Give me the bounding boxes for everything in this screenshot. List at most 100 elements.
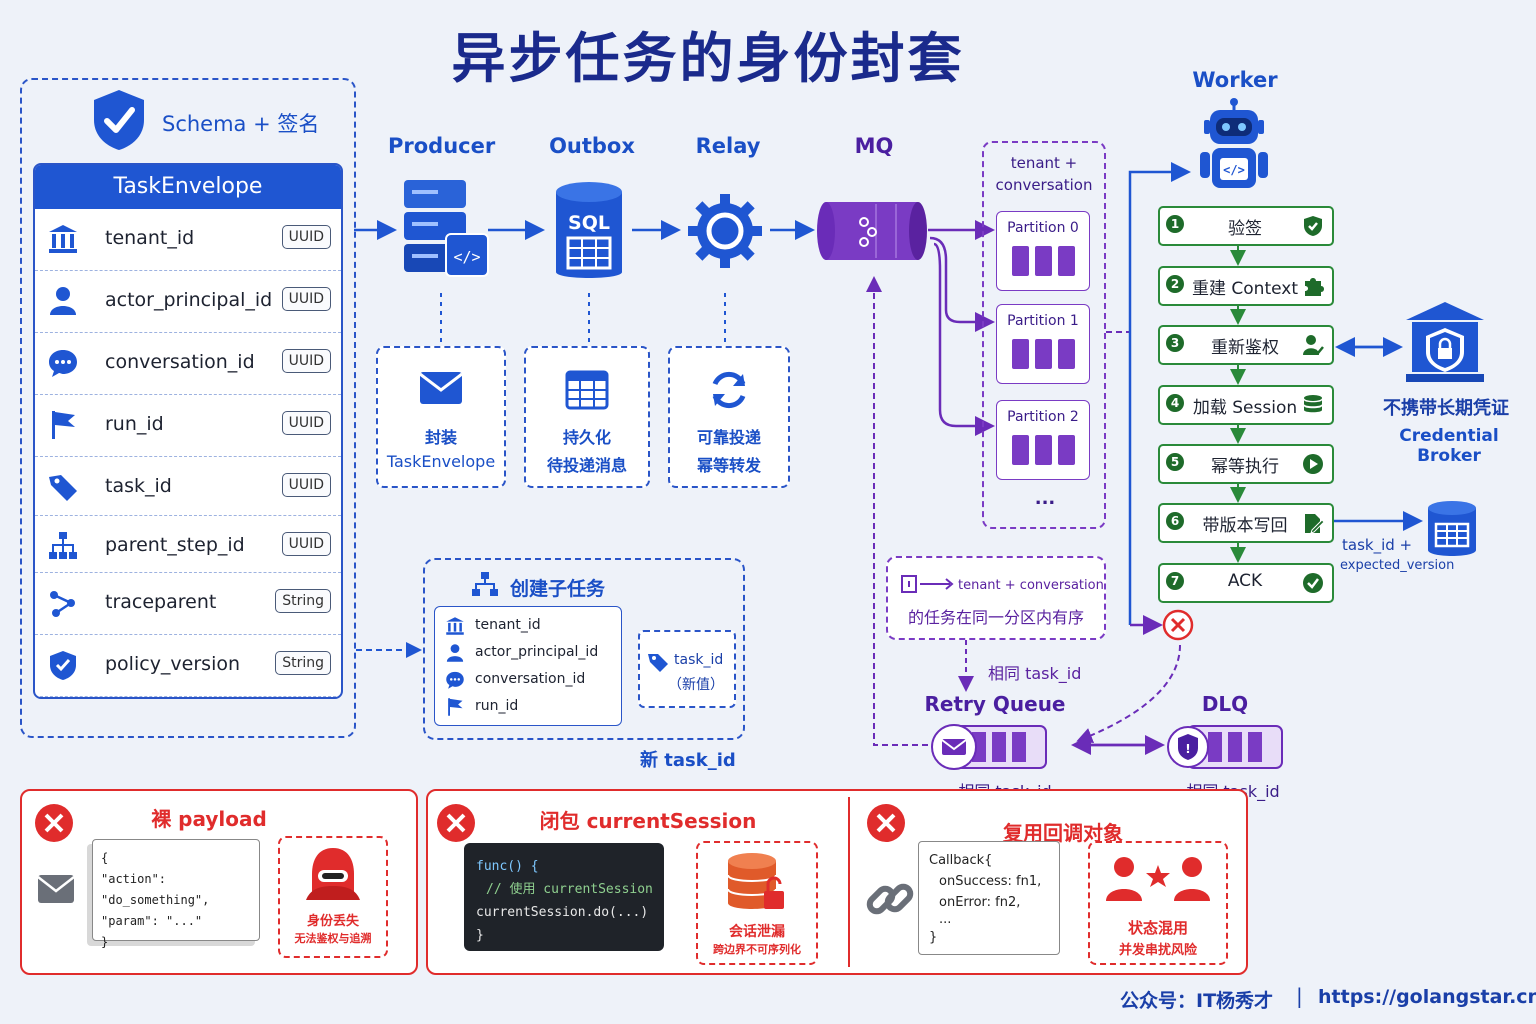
partition-label: Partition 2 — [1007, 409, 1079, 425]
database-icon — [1304, 395, 1322, 413]
risk-line1: 状态混用 — [1127, 919, 1188, 937]
relay-note: 可靠投递 幂等转发 — [668, 346, 790, 488]
mail-icon — [37, 875, 75, 903]
subtask-panel — [423, 558, 745, 740]
step-label: 验签 — [1228, 219, 1262, 239]
subtask-new-id-field: task_id — [674, 652, 724, 668]
risk-line1: 身份丢失 — [306, 914, 359, 929]
code-line: } — [476, 928, 484, 943]
worker-step: 5 幂等执行 — [1158, 444, 1334, 484]
step-number: 3 — [1166, 334, 1184, 352]
shield-icon — [50, 651, 76, 680]
code-line: onError: fn2, — [939, 895, 1021, 910]
step-label: 重新鉴权 — [1211, 338, 1279, 358]
producer-note-line1: 封装 — [424, 428, 457, 447]
field-type-badge: UUID — [281, 411, 331, 435]
field-name: actor_principal_id — [105, 289, 273, 311]
antipattern-title: 裸 payload — [151, 807, 267, 831]
closure-code-card: func() { // 使用 currentSession currentSes… — [464, 843, 664, 951]
field-type-badge: UUID — [281, 473, 331, 497]
svg-text:</>: </> — [1223, 163, 1245, 177]
field-name: parent_step_id — [105, 534, 245, 556]
hacker-icon — [306, 848, 360, 900]
risk-card: 会话泄漏 跨边界不可序列化 — [696, 841, 818, 965]
step-label: 幂等执行 — [1211, 457, 1279, 477]
worker-step: 3 重新鉴权 — [1158, 325, 1334, 365]
envelope-mail-icon — [419, 372, 463, 404]
relay-title: Relay — [695, 134, 761, 158]
subtask-field-name: actor_principal_id — [475, 644, 599, 660]
code-line: { — [101, 851, 109, 865]
envelope-panel — [20, 78, 356, 738]
edit-doc-icon — [1305, 514, 1324, 534]
shield-check-icon — [94, 90, 144, 150]
code-line: Callback{ — [929, 853, 993, 868]
schema-label: Schema + 签名 — [162, 112, 320, 136]
risk-line1: 会话泄漏 — [729, 924, 785, 940]
database-table-icon — [1428, 501, 1476, 556]
partition-2: Partition 2 — [996, 400, 1090, 480]
step-number: 5 — [1166, 453, 1184, 471]
code-line: } — [101, 935, 109, 949]
field-name: run_id — [105, 413, 164, 435]
step-number: 4 — [1166, 394, 1184, 412]
flag-icon — [52, 411, 75, 439]
step-label: 重建 Context — [1192, 279, 1299, 299]
mq-title: MQ — [854, 134, 894, 158]
partition-label: Partition 1 — [1007, 313, 1079, 329]
field-type-badge: UUID — [281, 225, 331, 249]
broker-line1: 不携带长期凭证 — [1383, 398, 1509, 419]
share-icon — [50, 591, 75, 617]
subtask-field-name: conversation_id — [475, 671, 586, 687]
users-conflict-icon — [1106, 857, 1210, 901]
partition-group-header: tenant + conversation — [982, 152, 1106, 196]
step-number: 1 — [1166, 215, 1184, 233]
writeback-line2: expected_version — [1340, 558, 1455, 573]
code-line: currentSession.do(...) — [476, 905, 649, 920]
partition-header-line1: tenant + — [1010, 154, 1078, 172]
field-type-badge: UUID — [281, 532, 331, 556]
step-number: 2 — [1166, 275, 1184, 293]
retry-queue-icon — [931, 724, 1047, 770]
callback-code-card: Callback{ onSuccess: fn1, onError: fn2, … — [918, 841, 1060, 955]
broker-line2: Credential Broker — [1399, 426, 1499, 466]
footer-link[interactable]: https://golangstar.cn — [1318, 986, 1536, 1008]
error-x-icon — [867, 804, 905, 842]
error-x-icon — [35, 804, 73, 842]
new-task-id-caption: 新 task_id — [640, 750, 736, 771]
check-circle-icon — [1303, 573, 1323, 593]
code-line: onSuccess: fn1, — [939, 874, 1042, 889]
chain-link-icon — [866, 883, 914, 915]
step-label: ACK — [1227, 571, 1263, 591]
play-icon — [1303, 454, 1323, 474]
bank-icon — [446, 617, 464, 635]
payload-code-card: { "action": "do_something", "param": "..… — [92, 839, 260, 949]
user-check-icon — [1303, 335, 1324, 355]
field-name: conversation_id — [105, 351, 255, 373]
ordering-icon — [901, 575, 954, 593]
bank-shield-icon — [1406, 302, 1484, 382]
dlq-icon: ! — [1167, 725, 1283, 769]
user-icon — [50, 287, 76, 315]
divider — [848, 797, 850, 967]
puzzle-icon — [1305, 278, 1324, 296]
svg-text:</>: </> — [453, 248, 480, 266]
flag-icon — [448, 698, 463, 716]
step-number: 6 — [1166, 512, 1184, 530]
producer-note-line2: TaskEnvelope — [386, 452, 496, 471]
step-number: 7 — [1166, 572, 1184, 590]
envelope-field-row: run_id UUID — [35, 395, 341, 457]
field-type-badge: String — [275, 589, 331, 613]
worker-title: Worker — [1192, 68, 1278, 92]
closure-code: func() { // 使用 currentSession currentSes… — [476, 855, 653, 947]
tag-icon — [49, 475, 77, 501]
code-line: "param": "..." — [101, 914, 203, 928]
